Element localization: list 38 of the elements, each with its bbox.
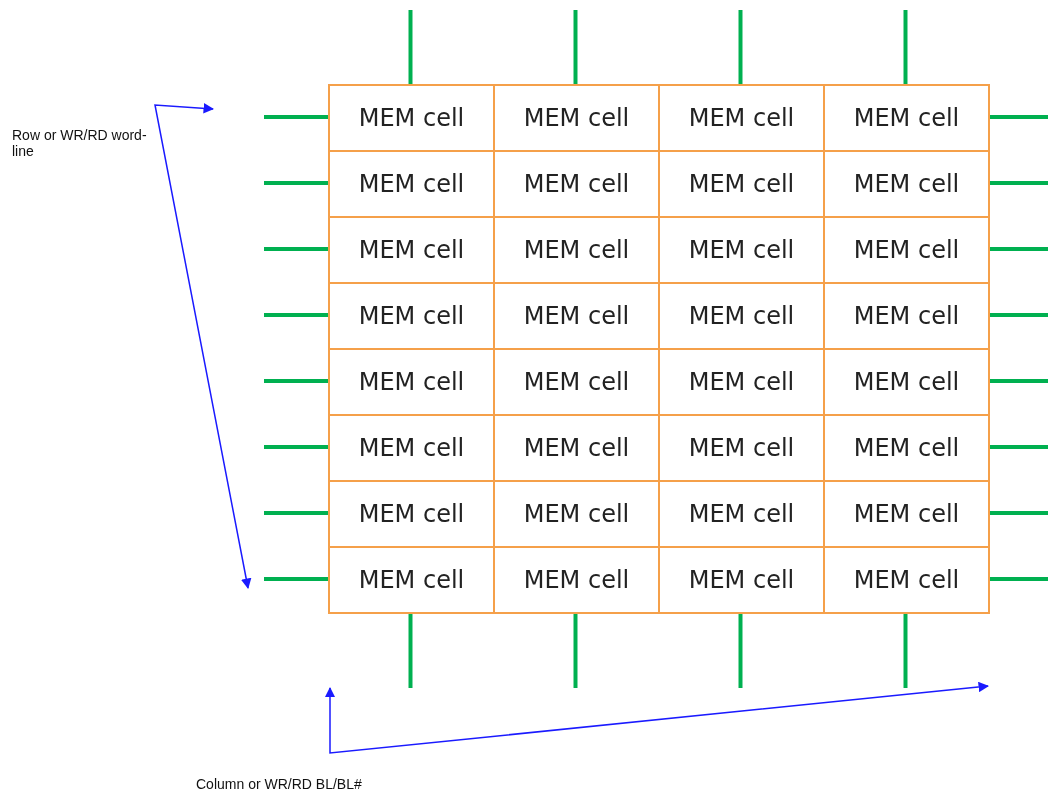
cell-label: MEM cell [358,236,465,264]
cell-label: MEM cell [853,104,960,132]
cell-label: MEM cell [358,434,465,462]
cell-label: MEM cell [853,170,960,198]
cell-label: MEM cell [358,500,465,528]
cell-label: MEM cell [523,434,630,462]
column-label: Column or WR/RD BL/BL# [196,776,363,792]
cell-label: MEM cell [358,104,465,132]
memory-cell [823,84,990,152]
cell-label: MEM cell [523,236,630,264]
row-label: Row or WR/RD word-line [12,127,147,159]
cell-label: MEM cell [523,302,630,330]
cell-label: MEM cell [853,500,960,528]
cell-label: MEM cell [853,566,960,594]
cell-label: MEM cell [688,500,795,528]
cell-label: MEM cell [853,434,960,462]
cell-label: MEM cell [688,434,795,462]
cell-label: MEM cell [358,302,465,330]
memory-cell [823,546,990,614]
cell-label: MEM cell [688,368,795,396]
cell-label: MEM cell [688,170,795,198]
cell-label: MEM cell [688,236,795,264]
cell-label: MEM cell [853,368,960,396]
cell-label: MEM cell [853,236,960,264]
cell-label: MEM cell [523,170,630,198]
cell-label: MEM cell [358,566,465,594]
cell-label: MEM cell [523,500,630,528]
cell-label: MEM cell [688,302,795,330]
cell-label: MEM cell [358,170,465,198]
memory-cell [328,84,495,152]
memory-cell [328,546,495,614]
cell-label: MEM cell [688,104,795,132]
cell-label: MEM cell [358,368,465,396]
cell-label: MEM cell [523,368,630,396]
cell-label: MEM cell [523,104,630,132]
cell-label: MEM cell [523,566,630,594]
cell-label: MEM cell [853,302,960,330]
cell-label: MEM cell [688,566,795,594]
